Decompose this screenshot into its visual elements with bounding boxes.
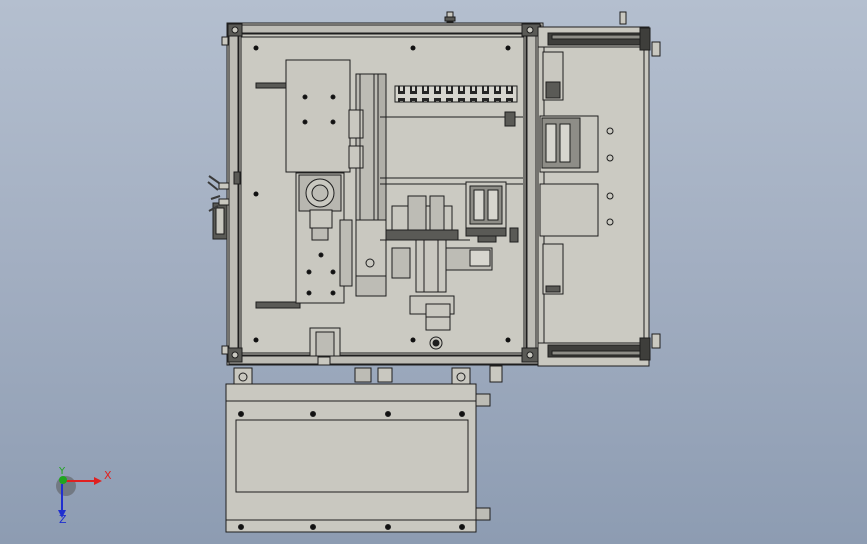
plate-screw-holes <box>253 45 511 343</box>
triad-y-axis <box>59 476 67 484</box>
triad-z-label: Z <box>59 513 67 526</box>
left-side-fittings <box>207 171 241 240</box>
guide-bar-upper <box>255 82 287 89</box>
aux-box-window <box>235 419 469 493</box>
bottom-connector <box>309 327 341 366</box>
lower-cylinder <box>415 239 447 293</box>
lower-aux-box <box>225 365 503 533</box>
upper-slide-plate <box>285 59 351 173</box>
guide-bar-lower <box>255 301 301 309</box>
hanger-right <box>451 367 471 387</box>
view-orientation-triad[interactable] <box>56 476 102 518</box>
hanger-left <box>233 367 253 387</box>
gripper-assembly <box>385 181 519 350</box>
triad-x-label: X <box>104 469 112 482</box>
triad-y-label: Y <box>59 466 66 477</box>
motor-block <box>295 172 387 304</box>
right-door-panel <box>537 11 661 367</box>
